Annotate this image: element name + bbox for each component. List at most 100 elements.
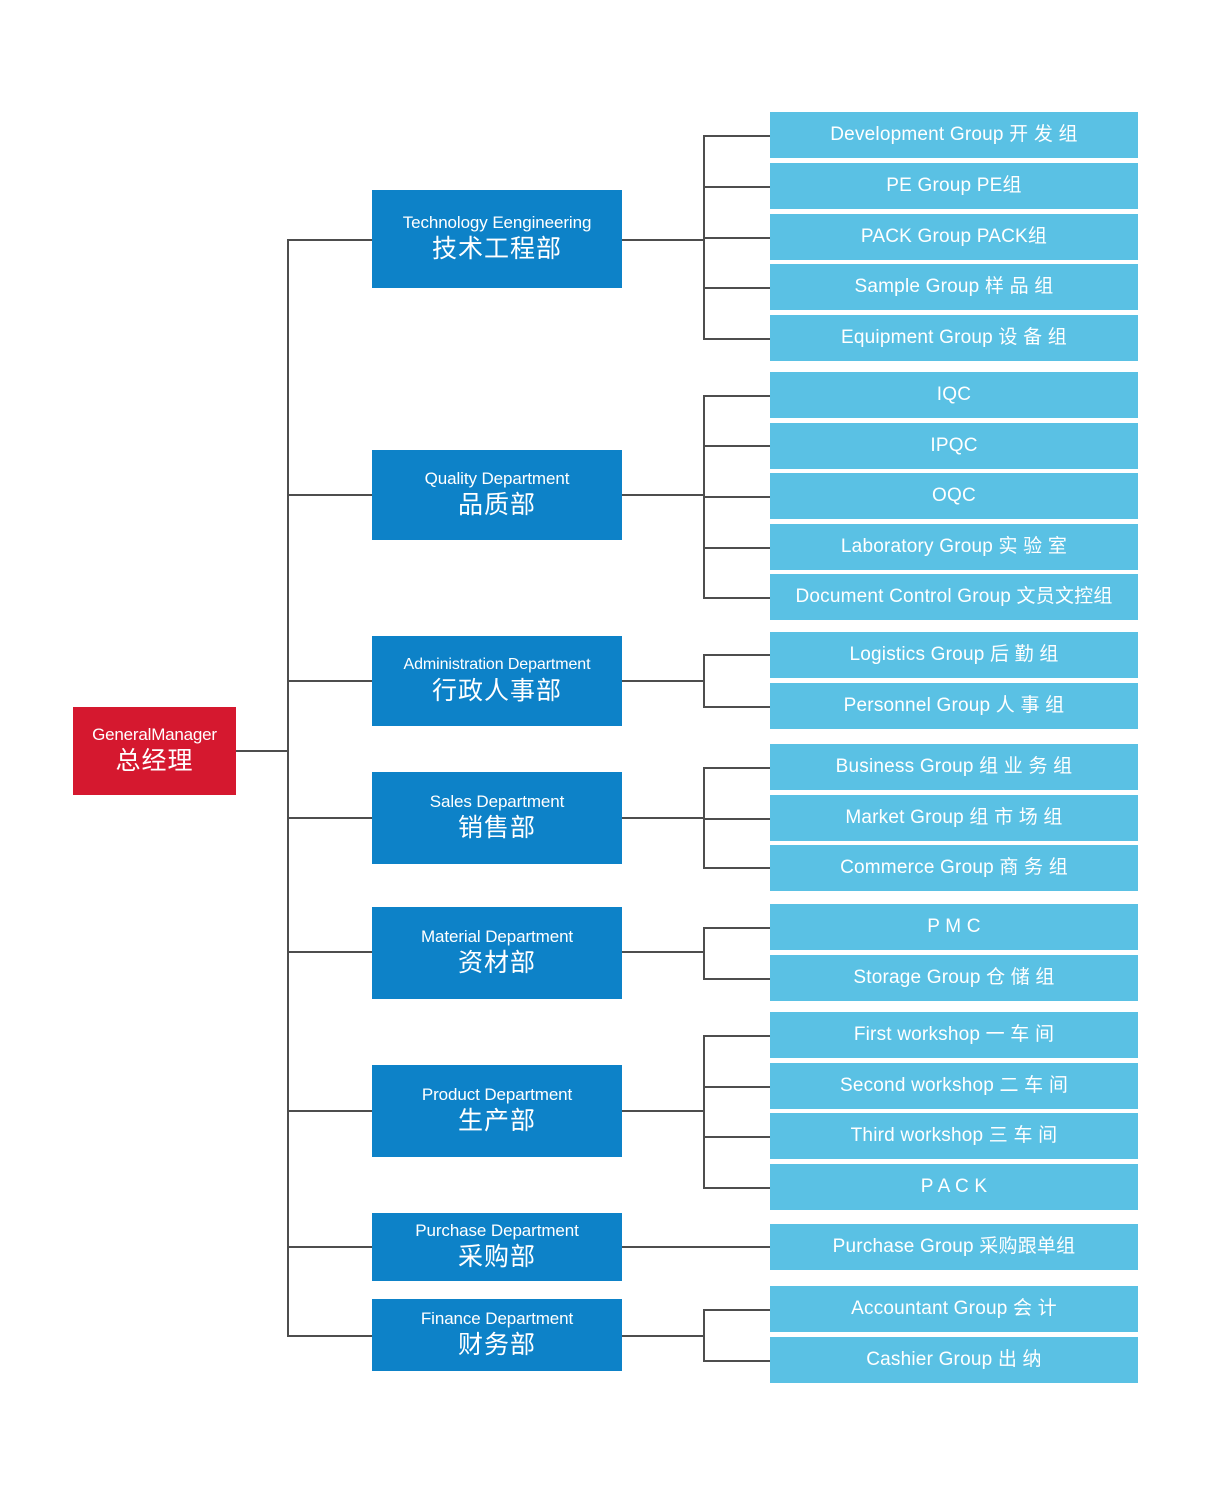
node-label-en: Document Control Group 文员文控组 — [795, 585, 1113, 607]
node-group-commerce[interactable]: Commerce Group 商 务 组 — [770, 845, 1138, 891]
connector-dept6-group3 — [703, 1136, 771, 1138]
node-label-en: PACK Group PACK组 — [860, 225, 1048, 247]
connector-dept6-group4 — [703, 1187, 771, 1189]
connector-dept5-out — [622, 951, 704, 953]
node-group-oqc[interactable]: OQC — [770, 473, 1138, 519]
connector-root-stub — [236, 750, 288, 752]
node-group-cashier[interactable]: Cashier Group 出 纳 — [770, 1337, 1138, 1383]
connector-dept3-out — [622, 680, 704, 682]
connector-dept6-out — [622, 1110, 704, 1112]
node-label-en: Administration Department — [403, 655, 591, 673]
connector-dept8-bus — [703, 1309, 705, 1361]
node-group-third-workshop[interactable]: Third workshop 三 车 间 — [770, 1113, 1138, 1159]
node-group-first-workshop[interactable]: First workshop 一 车 间 — [770, 1012, 1138, 1058]
node-group-personnel[interactable]: Personnel Group 人 事 组 — [770, 683, 1138, 729]
connector-dept5-group1 — [703, 927, 771, 929]
node-group-pack[interactable]: PACK Group PACK组 — [770, 214, 1138, 260]
connector-dept1-group2 — [703, 186, 771, 188]
node-group-pe[interactable]: PE Group PE组 — [770, 163, 1138, 209]
node-label-en: Purchase Group 采购跟单组 — [832, 1235, 1076, 1257]
connector-dept4-bus — [703, 767, 705, 868]
node-group-market[interactable]: Market Group 组 市 场 组 — [770, 795, 1138, 841]
connector-dept3-bus — [703, 654, 705, 707]
node-group-document-control[interactable]: Document Control Group 文员文控组 — [770, 574, 1138, 620]
connector-trunk-to-dept-6 — [287, 1110, 373, 1112]
connector-dept8-group2 — [703, 1360, 771, 1362]
connector-trunk-to-dept-3 — [287, 680, 373, 682]
node-label-cn: 总经理 — [115, 747, 194, 776]
node-label-en: IPQC — [930, 434, 978, 456]
connector-dept8-group1 — [703, 1309, 771, 1311]
node-label-en: Development Group 开 发 组 — [830, 123, 1078, 145]
node-group-purchase[interactable]: Purchase Group 采购跟单组 — [770, 1224, 1138, 1270]
node-department-material[interactable]: Material Department 资材部 — [372, 907, 622, 999]
node-group-ipqc[interactable]: IPQC — [770, 423, 1138, 469]
connector-dept6-group2 — [703, 1086, 771, 1088]
node-group-pmc[interactable]: P M C — [770, 904, 1138, 950]
connector-trunk-to-dept-2 — [287, 494, 373, 496]
node-label-en: P A C K — [920, 1175, 988, 1197]
connector-dept1-group4 — [703, 287, 771, 289]
node-group-laboratory[interactable]: Laboratory Group 实 验 室 — [770, 524, 1138, 570]
node-department-quality[interactable]: Quality Department 品质部 — [372, 450, 622, 540]
node-group-iqc[interactable]: IQC — [770, 372, 1138, 418]
node-label-en: Quality Department — [424, 469, 570, 489]
connector-dept5-bus — [703, 927, 705, 979]
node-group-logistics[interactable]: Logistics Group 后 勤 组 — [770, 632, 1138, 678]
node-label-en: Personnel Group 人 事 组 — [843, 694, 1065, 716]
connector-main-trunk — [287, 239, 289, 1336]
node-label-en: P M C — [927, 915, 981, 937]
connector-dept4-out — [622, 817, 704, 819]
connector-dept3-group2 — [703, 706, 771, 708]
node-group-business[interactable]: Business Group 组 业 务 组 — [770, 744, 1138, 790]
node-group-storage[interactable]: Storage Group 仓 储 组 — [770, 955, 1138, 1001]
node-label-en: Finance Department — [420, 1309, 574, 1329]
node-label-en: Accountant Group 会 计 — [851, 1297, 1057, 1319]
node-department-technology-engineering[interactable]: Technology Eengineering 技术工程部 — [372, 190, 622, 288]
node-group-sample[interactable]: Sample Group 样 品 组 — [770, 264, 1138, 310]
connector-dept1-group1 — [703, 135, 771, 137]
connector-dept2-group3 — [703, 496, 771, 498]
node-label-cn: 资材部 — [457, 949, 536, 978]
node-label-cn: 销售部 — [457, 814, 536, 843]
node-department-purchase[interactable]: Purchase Department 采购部 — [372, 1213, 622, 1281]
node-label-cn: 技术工程部 — [431, 235, 562, 264]
connector-dept4-group2 — [703, 818, 771, 820]
node-label-cn: 财务部 — [457, 1331, 536, 1360]
node-department-administration[interactable]: Administration Department 行政人事部 — [372, 636, 622, 726]
node-general-manager[interactable]: GeneralManager 总经理 — [73, 707, 236, 795]
node-label-en: Laboratory Group 实 验 室 — [840, 535, 1068, 557]
node-label-en: Storage Group 仓 储 组 — [853, 966, 1055, 988]
node-label-en: GeneralManager — [92, 725, 217, 745]
node-label-en: Second workshop 二 车 间 — [839, 1074, 1069, 1096]
connector-dept2-out — [622, 494, 704, 496]
node-label-cn: 生产部 — [457, 1107, 536, 1136]
node-label-en: First workshop 一 车 间 — [853, 1023, 1055, 1045]
node-label-en: Commerce Group 商 务 组 — [840, 856, 1068, 878]
node-label-en: Sample Group 样 品 组 — [854, 275, 1054, 297]
connector-trunk-to-dept-8 — [287, 1335, 373, 1337]
node-group-development[interactable]: Development Group 开 发 组 — [770, 112, 1138, 158]
node-label-en: OQC — [932, 484, 976, 506]
node-department-product[interactable]: Product Department 生产部 — [372, 1065, 622, 1157]
node-label-cn: 品质部 — [457, 491, 536, 520]
connector-dept7-out — [622, 1246, 771, 1248]
connector-dept2-group2 — [703, 445, 771, 447]
node-label-cn: 行政人事部 — [431, 676, 562, 705]
node-group-equipment[interactable]: Equipment Group 设 备 组 — [770, 315, 1138, 361]
node-group-accountant[interactable]: Accountant Group 会 计 — [770, 1286, 1138, 1332]
node-label-en: Cashier Group 出 纳 — [866, 1348, 1042, 1370]
node-label-en: Purchase Department — [415, 1221, 579, 1241]
node-label-en: Material Department — [420, 927, 574, 947]
node-department-sales[interactable]: Sales Department 销售部 — [372, 772, 622, 864]
connector-dept1-out — [622, 239, 704, 241]
node-group-pack-workshop[interactable]: P A C K — [770, 1164, 1138, 1210]
connector-dept2-group4 — [703, 547, 771, 549]
connector-dept1-bus — [703, 135, 705, 338]
node-department-finance[interactable]: Finance Department 财务部 — [372, 1299, 622, 1371]
connector-dept4-group3 — [703, 867, 771, 869]
connector-dept6-group1 — [703, 1035, 771, 1037]
node-group-second-workshop[interactable]: Second workshop 二 车 间 — [770, 1063, 1138, 1109]
connector-dept2-group5 — [703, 597, 771, 599]
node-label-en: Logistics Group 后 勤 组 — [849, 643, 1059, 665]
